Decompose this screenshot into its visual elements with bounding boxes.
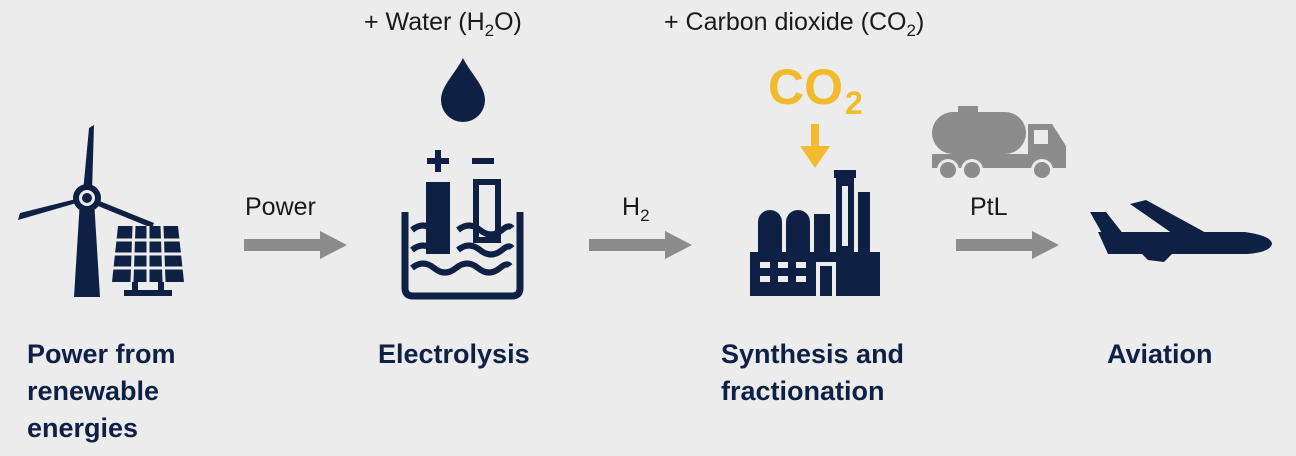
step-label-line: Synthesis and: [721, 339, 905, 369]
wind-turbine-icon: [18, 125, 154, 297]
step-label-aviation: Aviation: [1107, 336, 1213, 373]
step-label-line: Power from: [27, 339, 176, 369]
co2-input-label: + Carbon dioxide (CO2): [664, 8, 925, 40]
flow-arrow-h2: [589, 231, 692, 259]
step-label-line: Electrolysis: [378, 339, 530, 369]
co2-badge: CO2: [768, 59, 863, 121]
step-label-line: Aviation: [1107, 339, 1213, 369]
flow-arrow-ptl: [956, 231, 1059, 259]
tanker-truck-icon: [932, 106, 1066, 181]
step-label-line: energies: [27, 413, 139, 443]
step-label-line: fractionation: [721, 376, 885, 406]
factory-icon: [750, 170, 880, 296]
step-label-line: renewable: [27, 376, 160, 406]
flow-arrow-power: [244, 231, 347, 259]
step-label-synthesis: Synthesis and fractionation: [721, 336, 904, 410]
flow-label-ptl: PtL: [970, 193, 1008, 221]
solar-panel-icon: [112, 225, 184, 296]
down-arrow-icon: [800, 124, 830, 168]
step-label-renewables: Power from renewable energies: [27, 336, 176, 447]
electrolysis-cell-icon: [401, 150, 524, 300]
flow-label-h2: H2: [622, 193, 650, 225]
step-label-electrolysis: Electrolysis: [378, 336, 530, 373]
airplane-icon: [1090, 200, 1272, 262]
water-input-label: + Water (H2O): [364, 8, 522, 40]
water-drop-icon: [441, 58, 485, 122]
flow-label-power: Power: [245, 193, 316, 221]
